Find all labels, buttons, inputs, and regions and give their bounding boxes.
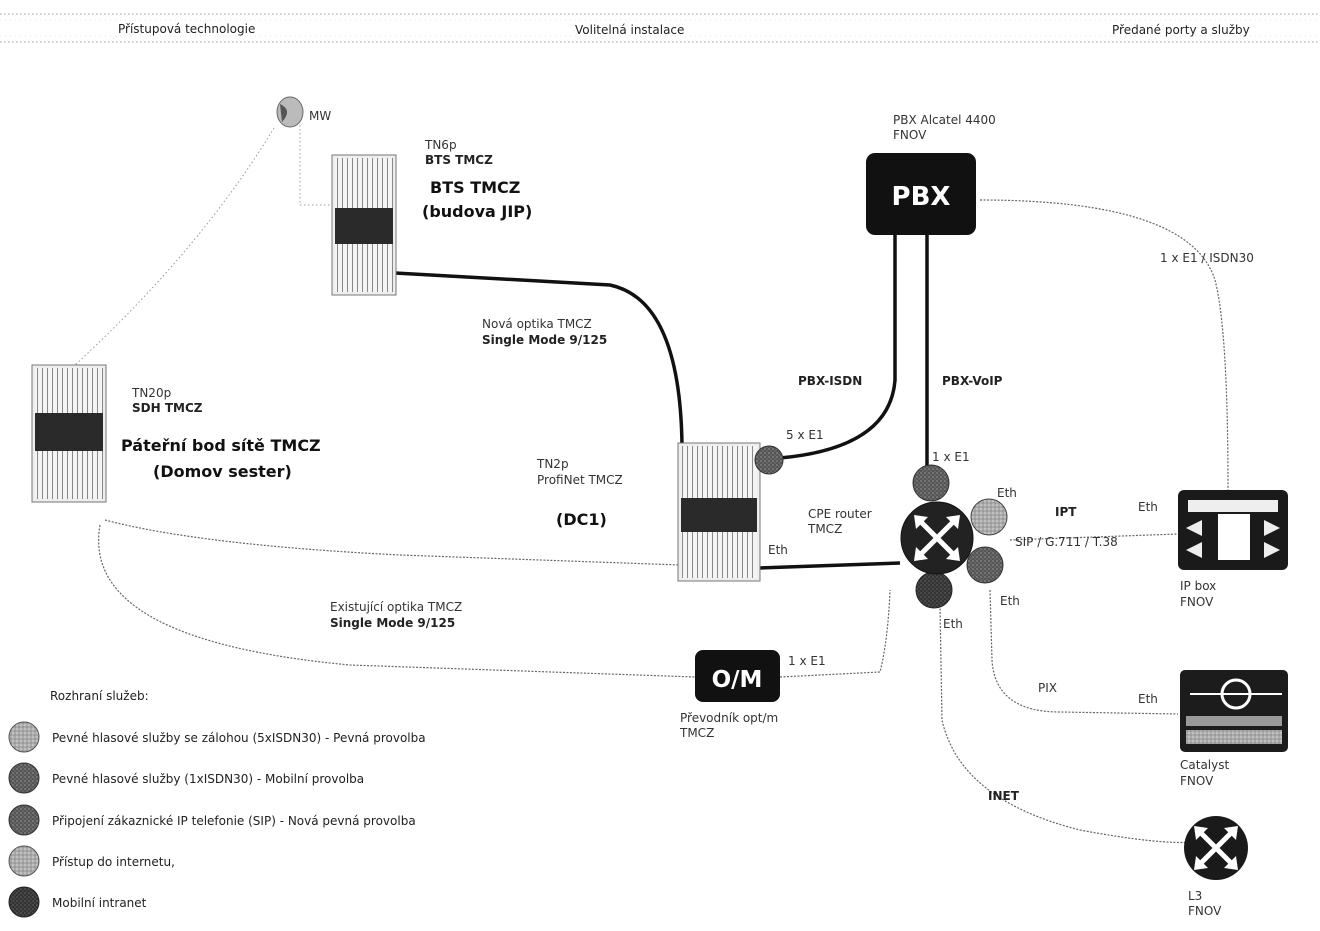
l3-caption: L3 [1188,889,1202,903]
l3-arrows-icon [1195,827,1237,869]
ip-box-device: IP box FNOV [1178,490,1288,609]
bts-subtitle: (budova JIP) [422,202,532,221]
eth-cpe-down-label: Eth [1000,594,1020,608]
legend-item: Pevné hlasové služby (1xISDN30) - Mobiln… [52,772,364,786]
om-caption: Převodník opt/m [680,711,778,725]
cpe-router: CPE router TMCZ [807,464,1008,609]
ipbox-caption-fnov: FNOV [1180,595,1214,609]
tn6p-label: TN6p [424,138,457,152]
legend-item: Mobilní intranet [52,896,147,910]
e1-isdn30-label: 1 x E1 / ISDN30 [1160,251,1254,265]
nova-optika-link [394,271,684,446]
tn2p-sub-label: ProfiNet TMCZ [537,473,623,487]
cpe-sub-label: TMCZ [807,522,842,536]
existujici-optika-link [98,524,696,678]
header-optional-install: Volitelná instalace [575,23,684,37]
port-ball-right-low [966,546,1004,584]
pbx-caption-fnov: FNOV [893,128,927,142]
legend: Rozhraní služeb: Pevné hlasové služby se… [8,689,426,918]
legend-title: Rozhraní služeb: [50,689,149,703]
nova-optika-label: Nová optika TMCZ [482,317,592,331]
om-cpe-link [779,589,891,678]
paterni-title: Páteřní bod sítě TMCZ [121,436,321,455]
ipbox-arrows-icon [1186,520,1280,558]
om-caption-tmcz: TMCZ [679,726,714,740]
pbx-caption: PBX Alcatel 4400 [893,113,996,127]
legend-ball-icon [8,845,40,877]
cpe-catalyst-link [989,589,1179,715]
legend-item: Přístup do internetu, [52,855,175,869]
pbx-box-label: PBX [892,182,951,212]
router-arrows-icon [915,516,959,560]
eth-catalyst-label: Eth [1138,692,1158,706]
mw-to-tn20p-link [74,127,275,366]
legend-ball-icon [8,886,40,918]
rack-tn20p: TN20p SDH TMCZ Páteřní bod sítě TMCZ (Do… [31,364,321,503]
e1-1-top-label: 1 x E1 [932,450,970,464]
header-ports-services: Předané porty a služby [1112,23,1250,37]
legend-ball-icon [8,721,40,753]
port-ball-top [912,464,950,502]
tn20p-tn2p-link [104,519,681,566]
bts-title: BTS TMCZ [430,178,520,197]
cpe-ipbox-link [1009,533,1179,541]
tn6p-sub-label: BTS TMCZ [425,153,493,167]
pix-label: PIX [1038,681,1057,695]
tn2p-label: TN2p [536,457,569,471]
l3-caption-fnov: FNOV [1188,904,1222,918]
ipt-label: IPT [1055,505,1077,519]
existujici-optika-label: Existující optika TMCZ [330,600,462,614]
cpe-label: CPE router [808,507,872,521]
rack-tn2p: TN2p ProfiNet TMCZ (DC1) [536,442,761,582]
eth-cpe-bottom-label: Eth [943,617,963,631]
eth-cpe-right-label: Eth [997,486,1017,500]
rack-tn6p: TN6p BTS TMCZ BTS TMCZ (budova JIP) [331,138,532,296]
pbx-isdn-link [779,235,897,460]
header-access-technology: Přístupová technologie [118,22,255,36]
pbx-ipbox-link [979,199,1229,491]
port-ball-right [970,498,1008,536]
legend-ball-icon [8,762,40,794]
pbx-box: PBX Alcatel 4400 FNOV PBX [866,113,996,235]
existujici-optika-mode: Single Mode 9/125 [330,616,455,630]
catalyst-caption: Catalyst [1180,758,1229,772]
paterni-subtitle: (Domov sester) [153,462,292,481]
om-box-label: O/M [712,667,763,693]
header-band: Přístupová technologie Volitelná instala… [0,13,1320,43]
sip-label: SIP / G.711 / T.38 [1015,535,1118,549]
catalyst-caption-fnov: FNOV [1180,774,1214,788]
nova-optika-mode: Single Mode 9/125 [482,333,607,347]
legend-item: Připojení zákaznické IP telefonie (SIP) … [52,814,416,828]
dc1-label: (DC1) [556,510,607,529]
om-converter: O/M Převodník opt/m TMCZ [679,650,780,740]
tn20p-label: TN20p [131,386,171,400]
pbx-isdn-label: PBX-ISDN [798,374,862,388]
pbx-voip-label: PBX-VoIP [942,374,1003,388]
port-ball-tn2p [754,445,784,475]
cpe-l3-link [939,604,1196,844]
tn20p-sub-label: SDH TMCZ [132,401,203,415]
legend-item: Pevné hlasové služby se zálohou (5xISDN3… [52,731,426,745]
port-ball-bottom [915,571,953,609]
catalyst-device: Catalyst FNOV [1180,670,1288,788]
mw-antenna: MW [276,96,331,128]
eth-tn2p-label: Eth [768,543,788,557]
l3-router: L3 FNOV [1184,816,1248,918]
ipbox-caption: IP box [1180,579,1216,593]
tn2p-cpe-link [759,561,901,570]
e1-5-label: 5 x E1 [786,428,824,442]
inet-label: INET [988,789,1020,803]
legend-ball-icon [8,804,40,836]
mw-label: MW [309,109,331,123]
mw-to-tn6p-link [299,105,332,206]
eth-ipbox-label: Eth [1138,500,1158,514]
e1-1-om-label: 1 x E1 [788,654,826,668]
